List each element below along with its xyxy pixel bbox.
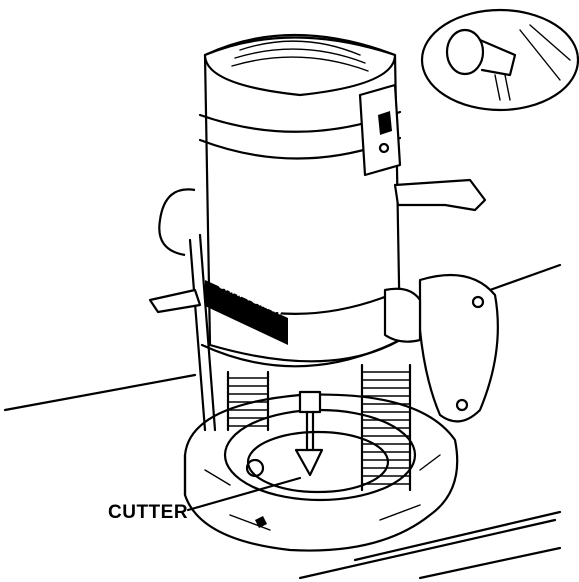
cutter-leader-line: [186, 476, 302, 512]
detail-inset: [420, 8, 579, 112]
handle-right: [383, 273, 499, 423]
cutter-bit: [294, 390, 324, 477]
spring-left: [226, 370, 270, 432]
work-surface: [3, 263, 562, 580]
switch: [358, 83, 402, 177]
cutter-label: CUTTER: [108, 502, 189, 523]
router-base: [183, 393, 459, 552]
motor-housing: [158, 33, 402, 368]
depth-rod: [148, 233, 217, 432]
clamp-lever: [393, 178, 487, 212]
spring-right: [360, 363, 412, 492]
